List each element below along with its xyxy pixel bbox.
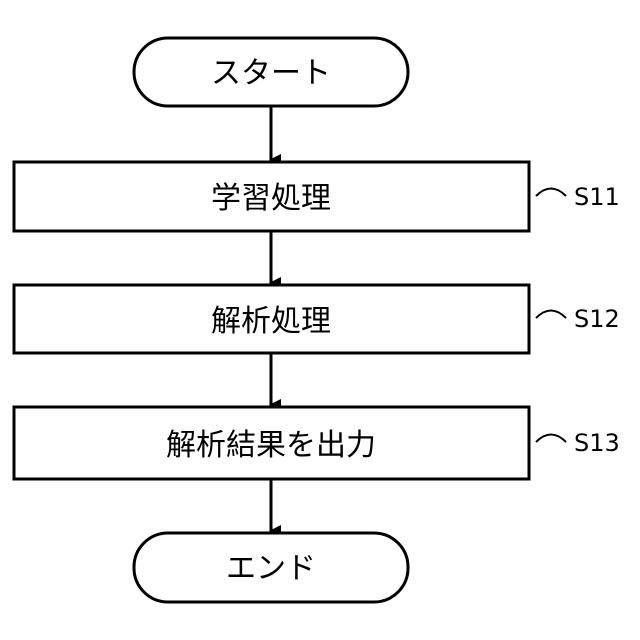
step-id-s12: S12	[574, 305, 620, 333]
leader-line-s11	[536, 189, 566, 197]
leader-line-s13	[536, 435, 566, 443]
start-terminator: スタート	[134, 38, 408, 106]
start-label: スタート	[211, 56, 331, 91]
process-step-s13: 解析結果を出力 S13	[14, 407, 620, 479]
end-label: エンド	[226, 551, 316, 586]
process-step-s12: 解析処理 S12	[14, 285, 620, 353]
process-label-s11: 学習処理	[211, 181, 331, 216]
step-id-s11: S11	[574, 183, 620, 211]
step-id-s13: S13	[574, 429, 620, 457]
process-step-s11: 学習処理 S11	[14, 162, 620, 231]
process-label-s12: 解析処理	[211, 304, 331, 339]
process-label-s13: 解析結果を出力	[166, 428, 376, 463]
end-terminator: エンド	[134, 533, 408, 602]
leader-line-s12	[536, 311, 566, 319]
